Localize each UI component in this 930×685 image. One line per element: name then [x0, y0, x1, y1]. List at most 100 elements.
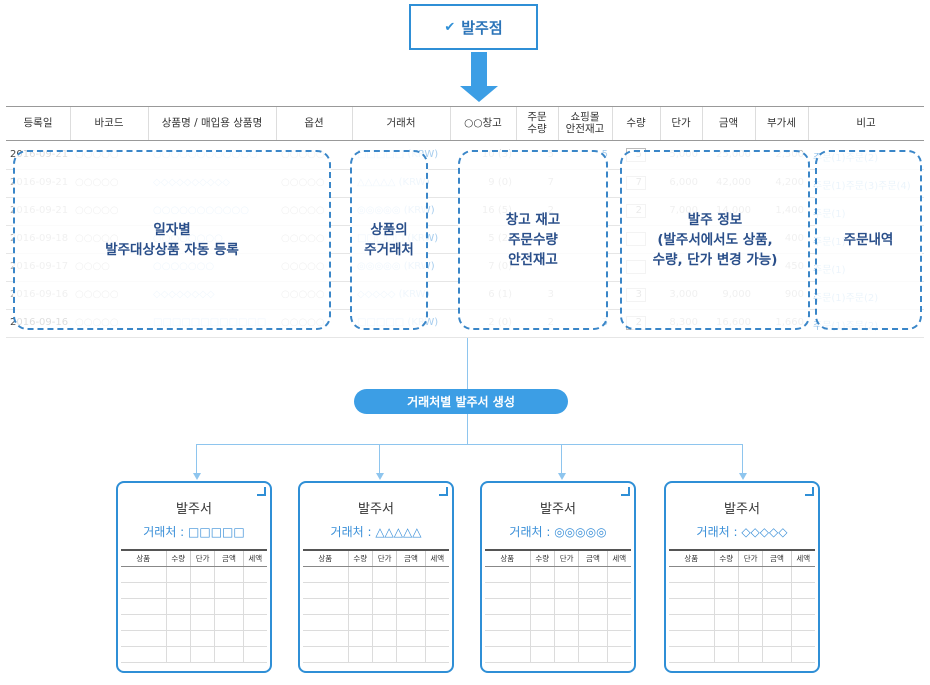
header-cell: 주문 수량 — [527, 111, 547, 135]
sheet-cell — [165, 582, 191, 599]
column-divider — [755, 106, 756, 140]
row-divider — [6, 337, 924, 338]
sheet-cell — [790, 582, 815, 599]
sheet-header-cell: 단가 — [371, 549, 397, 567]
sheet-cell — [737, 566, 763, 583]
sheet-cell — [529, 598, 555, 615]
sheet-cell — [396, 582, 426, 599]
sheet-cell — [713, 582, 739, 599]
sheet-cell — [606, 582, 631, 599]
sheet-cell — [424, 598, 449, 615]
sheet-header-cell: 세액 — [606, 549, 631, 567]
order-info-callout: 발주 정보 (발주서에서도 상품, 수량, 단가 변경 가능) — [620, 150, 810, 330]
sheet-cell — [553, 630, 579, 647]
corner-fold-icon — [439, 487, 448, 496]
header-cell: 수량 — [626, 117, 646, 129]
sheet-vendor: 거래처 : ◇◇◇◇◇ — [696, 525, 788, 539]
sheet-cell — [347, 582, 373, 599]
connector-pill-down — [467, 414, 468, 444]
sheet-cell — [669, 582, 715, 599]
sheet-cell — [606, 598, 631, 615]
column-divider — [450, 106, 451, 140]
sheet-cell — [165, 614, 191, 631]
sheet-cell — [553, 566, 579, 583]
sheet-cell — [189, 566, 215, 583]
sheet-cell — [529, 614, 555, 631]
sheet-cell — [606, 614, 631, 631]
header-cell: 바코드 — [94, 117, 124, 129]
header-cell: 등록일 — [23, 117, 53, 129]
header-cell: 옵션 — [304, 117, 324, 129]
sheet-row — [669, 646, 815, 663]
column-divider — [808, 106, 809, 140]
sheet-cell — [165, 646, 191, 663]
sheet-cell — [578, 582, 608, 599]
sheet-cell — [737, 582, 763, 599]
header-cell: ○○창고 — [464, 117, 502, 129]
sheet-vendor: 거래처 : ◎◎◎◎◎ — [509, 525, 607, 539]
sheet-cell — [242, 598, 267, 615]
sheet-header-cell: 금액 — [396, 549, 426, 567]
sheet-cell — [371, 566, 397, 583]
column-divider — [516, 106, 517, 140]
header-cell: 부가세 — [767, 117, 796, 129]
sheet-cell — [189, 598, 215, 615]
column-divider — [660, 106, 661, 140]
sheet-cell — [790, 566, 815, 583]
sheet-header-cell: 금액 — [762, 549, 792, 567]
sheet-cell — [424, 614, 449, 631]
sheet-cell — [121, 614, 167, 631]
sheet-cell — [669, 566, 715, 583]
sheet-title: 발주서 — [358, 502, 394, 517]
sheet-cell — [529, 630, 555, 647]
sheet-cell — [553, 598, 579, 615]
sheet-cell — [242, 582, 267, 599]
sheet-header-cell: 금액 — [214, 549, 244, 567]
sheet-cell — [165, 630, 191, 647]
sheet-cell — [424, 630, 449, 647]
corner-fold-icon — [805, 487, 814, 496]
arrow-head-icon — [193, 473, 201, 480]
corner-fold-icon — [621, 487, 630, 496]
header-cell: 비고 — [856, 117, 876, 129]
sheet-row — [121, 646, 267, 663]
sheet-cell — [762, 646, 792, 663]
sheet-cell — [165, 598, 191, 615]
sheet-header-cell: 세액 — [790, 549, 815, 567]
sheet-row — [121, 582, 267, 599]
check-icon: ✔ — [444, 19, 456, 35]
sheet-cell — [669, 614, 715, 631]
sheet-cell — [762, 630, 792, 647]
sheet-cell — [553, 614, 579, 631]
sheet-cell — [606, 566, 631, 583]
sheet-header-cell: 수량 — [347, 549, 373, 567]
sheet-title: 발주서 — [176, 502, 212, 517]
sheet-cell — [371, 582, 397, 599]
header-cell: 금액 — [718, 117, 739, 129]
sheet-cell — [762, 582, 792, 599]
header-cell: 쇼핑몰 안전재고 — [565, 111, 605, 135]
sheet-cell — [606, 630, 631, 647]
sheet-cell — [790, 646, 815, 663]
sheet-header-cell: 상품 — [303, 549, 349, 567]
sheet-cell — [121, 646, 167, 663]
sheet-cell — [214, 566, 244, 583]
sheet-row — [303, 630, 449, 647]
sheet-cell — [669, 630, 715, 647]
header-top-line — [6, 106, 924, 107]
sheet-cell — [578, 630, 608, 647]
sheet-cell — [214, 630, 244, 647]
sheet-cell — [578, 614, 608, 631]
sheet-cell — [713, 630, 739, 647]
sheet-row — [669, 614, 815, 631]
sheet-cell — [553, 582, 579, 599]
sheet-cell — [790, 614, 815, 631]
sheet-cell — [485, 614, 531, 631]
sheet-cell — [303, 646, 349, 663]
sheet-cell — [165, 566, 191, 583]
sheet-cell — [713, 614, 739, 631]
sheet-header-cell: 단가 — [553, 549, 579, 567]
